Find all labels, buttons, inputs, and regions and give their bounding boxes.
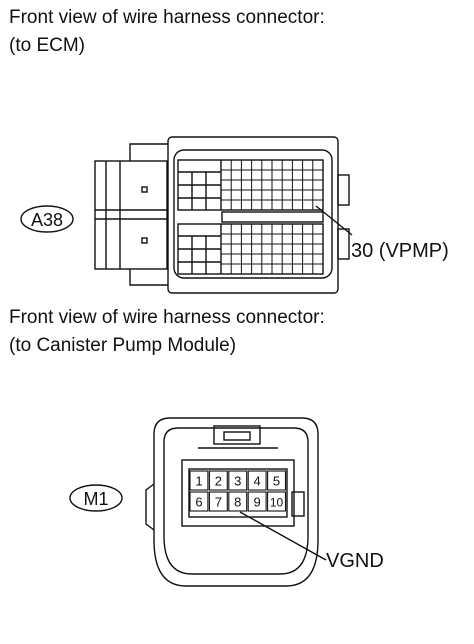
pump-terminal-callout: VGND xyxy=(326,550,384,572)
ecm-caption-line2: (to ECM) xyxy=(9,35,85,56)
pump-pin-cell xyxy=(189,491,209,512)
ecm-callout-leader xyxy=(315,205,353,236)
pump-connector-code-badge xyxy=(69,484,123,512)
pump-pin-cell xyxy=(247,491,267,512)
pump-pin-number: 5 xyxy=(273,474,280,489)
pump-pin-number: 6 xyxy=(195,495,202,510)
pump-pin-cell xyxy=(247,470,267,491)
pump-pin-number: 1 xyxy=(195,474,202,489)
ecm-connector-code: A38 xyxy=(31,210,63,230)
ecm-caption-line1: Front view of wire harness connector: xyxy=(9,7,325,28)
pump-pin-number: 7 xyxy=(215,495,222,510)
pump-connector-caption: Front view of wire harness connector: (t… xyxy=(9,304,325,360)
pump-pin-cell xyxy=(267,491,287,512)
pump-pin-number: 10 xyxy=(270,496,284,510)
pump-pin-cell xyxy=(208,491,228,512)
pump-pin-number: 8 xyxy=(234,495,241,510)
pump-pin-number: 4 xyxy=(254,474,261,489)
ecm-connector-code-badge xyxy=(20,205,74,233)
pump-callout-leader xyxy=(239,511,327,561)
pump-caption-line2: (to Canister Pump Module) xyxy=(9,335,237,356)
pump-pin-cell xyxy=(228,491,248,512)
ecm-connector-drawing xyxy=(94,136,350,294)
pump-caption-line1: Front view of wire harness connector: xyxy=(9,307,325,328)
pump-pin-number: 9 xyxy=(254,495,261,510)
pump-connector-drawing xyxy=(145,417,319,587)
pump-pin-cell xyxy=(267,470,287,491)
pump-connector-code: M1 xyxy=(83,489,108,509)
pump-pin-cell xyxy=(189,470,209,491)
pump-pin-number: 2 xyxy=(215,474,222,489)
pump-pin-cell xyxy=(208,470,228,491)
ecm-connector-caption: Front view of wire harness connector: (t… xyxy=(9,4,325,60)
ecm-terminal-callout: 30 (VPMP) xyxy=(351,240,449,262)
pump-pin-number: 3 xyxy=(234,474,241,489)
pump-pin-cell xyxy=(228,470,248,491)
